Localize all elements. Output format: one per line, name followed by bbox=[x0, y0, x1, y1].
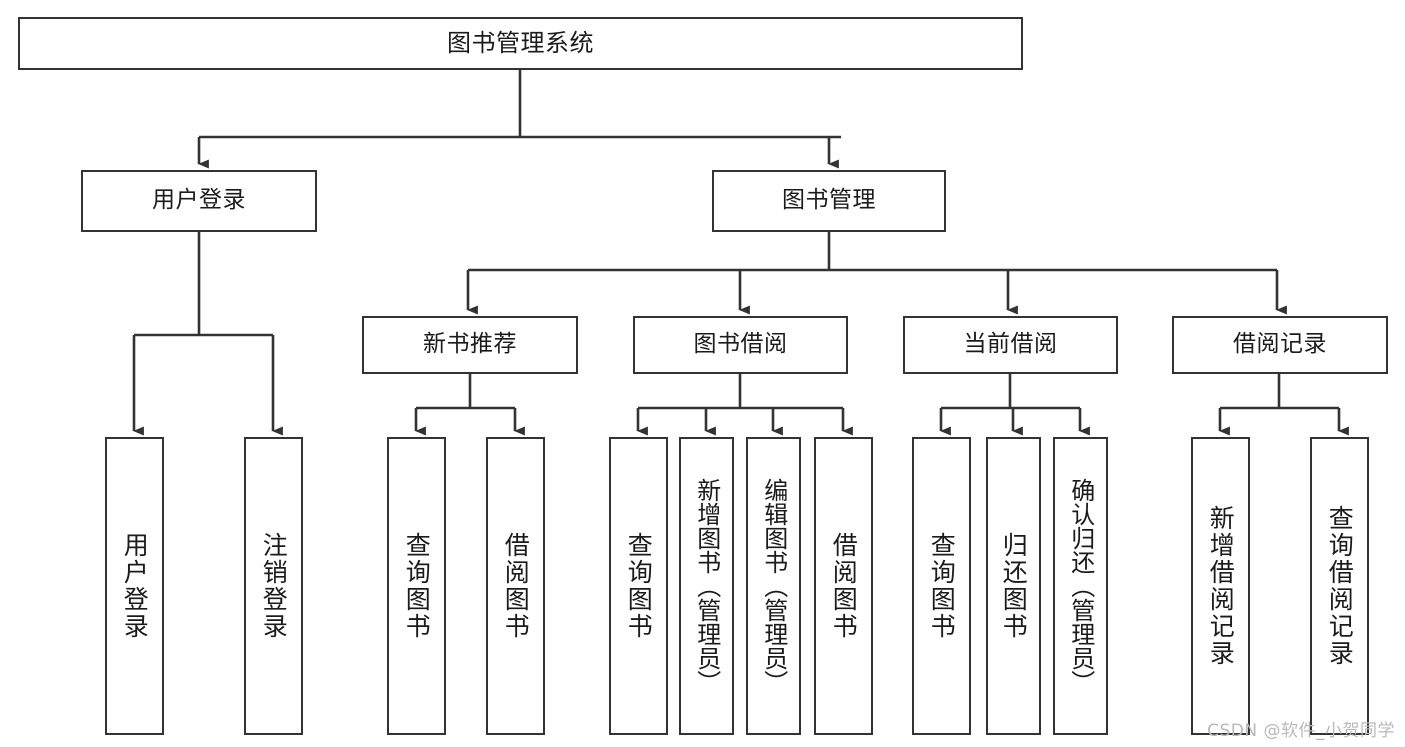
node-leaf-borrow-book[interactable]: 借阅图书 bbox=[814, 437, 873, 735]
watermark-credit: CSDN @软件_小贺同学 bbox=[1207, 721, 1395, 741]
node-root-book-management-system[interactable]: 图书管理系统 bbox=[18, 17, 1023, 70]
node-leaf-query-book-new[interactable]: 查询图书 bbox=[387, 437, 446, 735]
node-leaf-edit-book-admin[interactable]: 编辑图书（管理员） bbox=[746, 437, 801, 735]
node-leaf-logout[interactable]: 注销登录 bbox=[244, 437, 303, 735]
node-book-borrow[interactable]: 图书借阅 bbox=[633, 316, 848, 374]
node-book-manage[interactable]: 图书管理 bbox=[712, 170, 946, 232]
node-user-login[interactable]: 用户登录 bbox=[81, 170, 317, 232]
node-leaf-add-book-admin[interactable]: 新增图书（管理员） bbox=[679, 437, 734, 735]
node-leaf-query-borrow-record[interactable]: 查询借阅记录 bbox=[1310, 437, 1369, 735]
node-leaf-user-login[interactable]: 用户登录 bbox=[105, 437, 164, 735]
node-leaf-return-book[interactable]: 归还图书 bbox=[986, 437, 1041, 735]
node-leaf-query-book-current[interactable]: 查询图书 bbox=[912, 437, 971, 735]
node-leaf-confirm-return-admin[interactable]: 确认归还（管理员） bbox=[1053, 437, 1108, 735]
node-new-book-recommend[interactable]: 新书推荐 bbox=[362, 316, 578, 374]
node-current-borrow[interactable]: 当前借阅 bbox=[903, 316, 1118, 374]
node-leaf-borrow-book-new[interactable]: 借阅图书 bbox=[486, 437, 545, 735]
node-leaf-query-book-borrow[interactable]: 查询图书 bbox=[609, 437, 668, 735]
node-leaf-add-borrow-record[interactable]: 新增借阅记录 bbox=[1191, 437, 1250, 735]
node-borrow-record[interactable]: 借阅记录 bbox=[1172, 316, 1388, 374]
